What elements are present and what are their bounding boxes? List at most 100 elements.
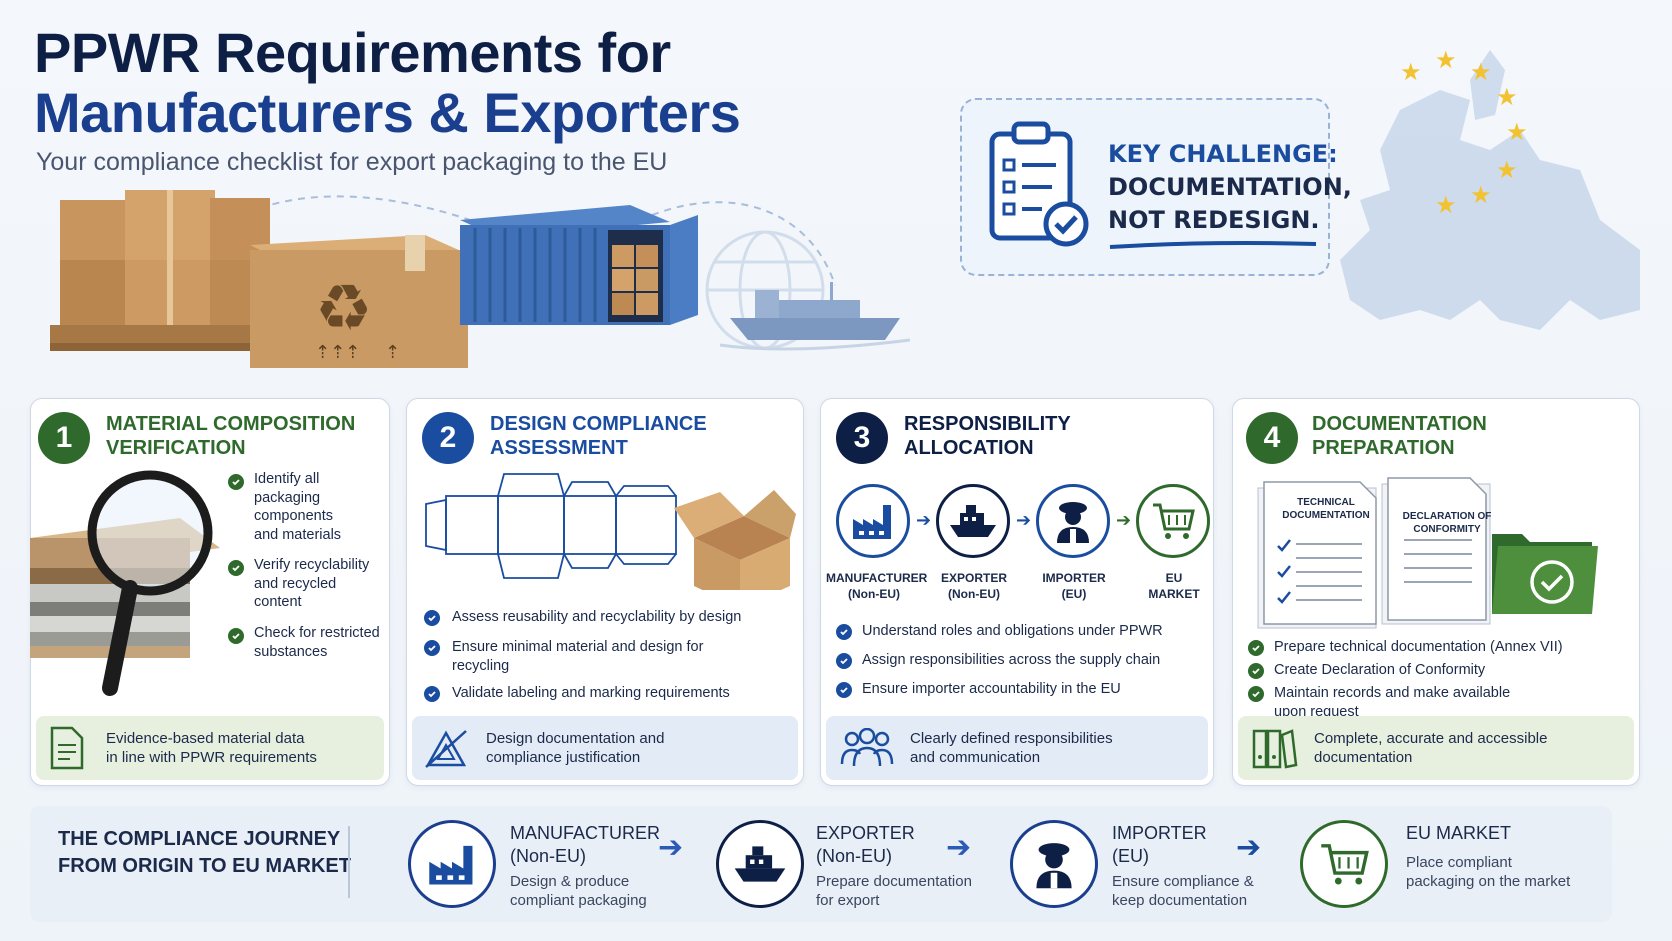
hero-illustration: ♻ ⇡⇡⇡ ⇡: [50, 190, 911, 368]
check-icon: [836, 624, 852, 642]
documents-illustration: [1257, 477, 1598, 629]
journey-stage-desc: for export: [816, 892, 880, 909]
journey-stage-desc: Design & produce: [510, 873, 630, 890]
factory-icon: [429, 845, 473, 885]
step-title-3-line1: RESPONSIBILITY: [904, 413, 1071, 435]
box-dieline-icon: [425, 473, 796, 590]
journey-title-line2: FROM ORIGIN TO EU MARKET: [58, 855, 351, 877]
cargo-ship-icon: [719, 282, 911, 351]
journey-stage-manufacturer-circle: [408, 820, 496, 908]
step-title-1: MATERIAL COMPOSITION VERIFICATION: [106, 412, 355, 460]
journey-stage-region: (Non-EU): [816, 846, 893, 866]
people-icon: [840, 728, 894, 767]
star-icon: ★: [1496, 83, 1518, 111]
check-icon: [1248, 663, 1264, 681]
ruler-icon: [425, 730, 467, 768]
chain-label-exporter: EXPORTER(Non-EU): [940, 571, 1007, 601]
journey-stage-name: EXPORTER: [816, 823, 915, 843]
journey-stage-importer-circle: [1010, 820, 1098, 908]
check-icon: [424, 686, 440, 704]
page-title-line2: Manufacturers & Exporters: [34, 81, 741, 144]
check-icon: [228, 560, 244, 578]
chain-eu-market: [1136, 484, 1210, 558]
step4-item-1: Prepare technical documentation (Annex V…: [1274, 639, 1563, 655]
key-challenge-text: KEY CHALLENGE: DOCUMENTATION, NOT REDESI…: [1108, 138, 1352, 237]
page-title-line1: PPWR Requirements for: [34, 21, 671, 84]
check-icon: [1248, 640, 1264, 658]
step-number-2: 2: [422, 412, 474, 464]
cart-icon: [1153, 503, 1195, 539]
arrow-right-icon: ➔: [1016, 510, 1032, 530]
binders-icon: [1252, 729, 1298, 769]
svg-text:⇡⇡⇡: ⇡⇡⇡: [315, 342, 360, 363]
check-icon: [424, 610, 440, 628]
step-title-2: DESIGN COMPLIANCE ASSESSMENT: [490, 412, 707, 460]
step-number-4: 4: [1246, 412, 1298, 464]
ship-icon: [950, 505, 996, 537]
journey-title: THE COMPLIANCE JOURNEY FROM ORIGIN TO EU…: [58, 826, 351, 880]
arrow-right-icon: ➔: [916, 510, 932, 530]
journey-stage-importer: IMPORTER (EU) Ensure compliance & keep d…: [1112, 822, 1254, 910]
key-challenge-line3: NOT REDESIGN.: [1108, 206, 1320, 234]
journey-stage-desc: Prepare documentation: [816, 873, 972, 890]
check-icon: [1248, 686, 1264, 704]
chain-importer: [1036, 484, 1110, 558]
step-title-3-line2: ALLOCATION: [904, 437, 1034, 459]
document-icon: [50, 726, 84, 770]
journey-stage-desc: Ensure compliance &: [1112, 873, 1254, 890]
page-subtitle: Your compliance checklist for export pac…: [36, 148, 668, 176]
journey-stage-name: IMPORTER: [1112, 823, 1207, 843]
step-title-4-line2: PREPARATION: [1312, 437, 1455, 459]
star-icon: ★: [1506, 118, 1528, 146]
chain-label-manufacturer: MANUFACTURER(Non-EU): [826, 571, 928, 601]
chain-manufacturer: [836, 484, 910, 558]
arrow-right-icon: ➔: [1116, 510, 1132, 530]
journey-stage-desc: packaging on the market: [1406, 873, 1571, 890]
chain-label-importer: IMPORTER(EU): [1042, 571, 1106, 601]
officer-icon: [1036, 843, 1072, 889]
chain-exporter: [936, 484, 1010, 558]
step2-item-1: Assess reusability and recyclability by …: [452, 609, 742, 625]
check-icon: [1277, 539, 1291, 604]
journey-title-line1: THE COMPLIANCE JOURNEY: [58, 828, 341, 850]
journey-stage-region: (EU): [1112, 846, 1149, 866]
eu-map-illustration: ★ ★ ★ ★ ★ ★ ★ ★: [1340, 46, 1640, 330]
journey-stage-eu-market-circle: [1300, 820, 1388, 908]
journey-stage-eu-market: EU MARKET Place compliant packaging on t…: [1406, 822, 1570, 891]
star-icon: ★: [1470, 181, 1492, 209]
star-icon: ★: [1435, 191, 1457, 219]
journey-stage-desc: keep documentation: [1112, 892, 1248, 909]
arrow-right-icon: ➔: [658, 831, 684, 864]
journey-stage-region: (Non-EU): [510, 846, 587, 866]
shipping-container-icon: [460, 205, 698, 325]
underline-stroke: [1109, 241, 1317, 249]
star-icon: ★: [1435, 46, 1457, 74]
key-challenge-line2: DOCUMENTATION,: [1108, 173, 1352, 201]
step-title-2-line1: DESIGN COMPLIANCE: [490, 413, 707, 435]
check-icon: [836, 682, 852, 700]
journey-stage-exporter: EXPORTER (Non-EU) Prepare documentation …: [816, 822, 972, 910]
journey-stage-desc: Place compliant: [1406, 854, 1512, 871]
step-title-2-line2: ASSESSMENT: [490, 437, 628, 459]
step-number-1: 1: [38, 412, 90, 464]
magnifier-icon: [30, 470, 220, 696]
recycle-box-icon: ♻ ⇡⇡⇡ ⇡: [250, 235, 470, 368]
check-icon: [228, 474, 244, 492]
journey-stage-name: MANUFACTURER: [510, 823, 661, 843]
step2-item-3: Validate labeling and marking requiremen…: [452, 685, 730, 701]
folder-check-icon: [1492, 534, 1598, 614]
journey-stage-manufacturer: MANUFACTURER (Non-EU) Design & produce c…: [510, 822, 660, 910]
journey-stage-name: EU MARKET: [1406, 823, 1512, 843]
factory-icon: [853, 505, 891, 539]
